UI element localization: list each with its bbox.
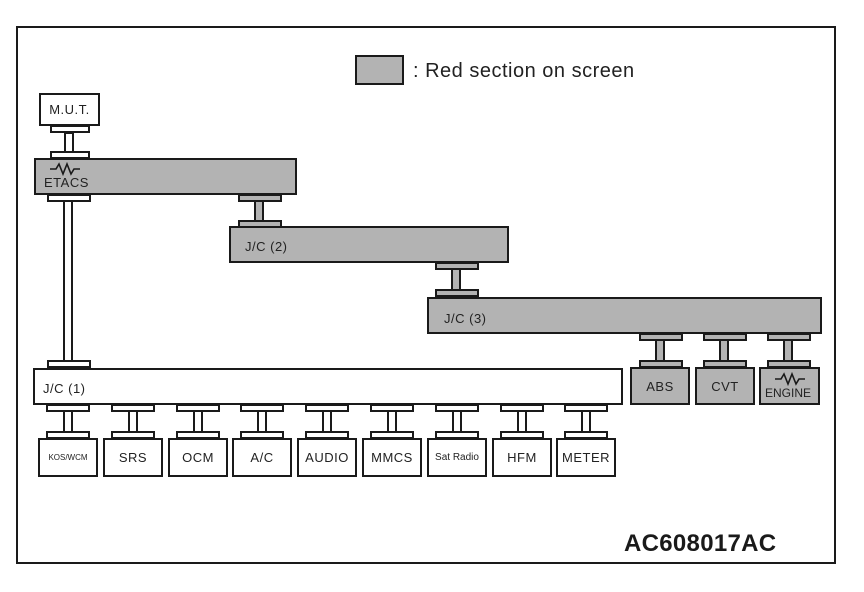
resistor-icon [50, 161, 80, 177]
jc2-box: J/C (2) [229, 226, 509, 263]
connector-pad [435, 289, 479, 297]
bottom-module-mmcs: MMCS [362, 438, 422, 477]
abs-box: ABS [630, 367, 690, 405]
resistor-icon [775, 371, 805, 387]
mut-box: M.U.T. [39, 93, 100, 126]
bottom-module-a-c: A/C [232, 438, 292, 477]
jc2-label: J/C (2) [245, 239, 288, 254]
engine-box: ENGINE [759, 367, 820, 405]
diagram-code: AC608017AC [624, 530, 777, 557]
jc1-box: J/C (1) [33, 368, 623, 405]
legend-text: : Red section on screen [413, 60, 635, 82]
bottom-module-srs: SRS [103, 438, 163, 477]
legend-swatch [355, 55, 404, 85]
jc3-box: J/C (3) [427, 297, 822, 334]
connector-stem [63, 200, 73, 364]
cvt-box: CVT [695, 367, 755, 405]
bottom-module-audio: AUDIO [297, 438, 357, 477]
engine-label: ENGINE [765, 386, 812, 400]
diagram-frame [16, 26, 836, 564]
etacs-label: ETACS [44, 175, 89, 190]
bottom-module-ocm: OCM [168, 438, 228, 477]
bottom-module-meter: METER [556, 438, 616, 477]
bottom-module-hfm: HFM [492, 438, 552, 477]
jc1-label: J/C (1) [43, 381, 86, 396]
jc3-label: J/C (3) [444, 311, 487, 326]
etacs-box: ETACS [34, 158, 297, 195]
bottom-module-sat-radio: Sat Radio [427, 438, 487, 477]
bottom-module-kos-wcm: KOS/WCM [38, 438, 98, 477]
connector-pad [47, 360, 91, 368]
